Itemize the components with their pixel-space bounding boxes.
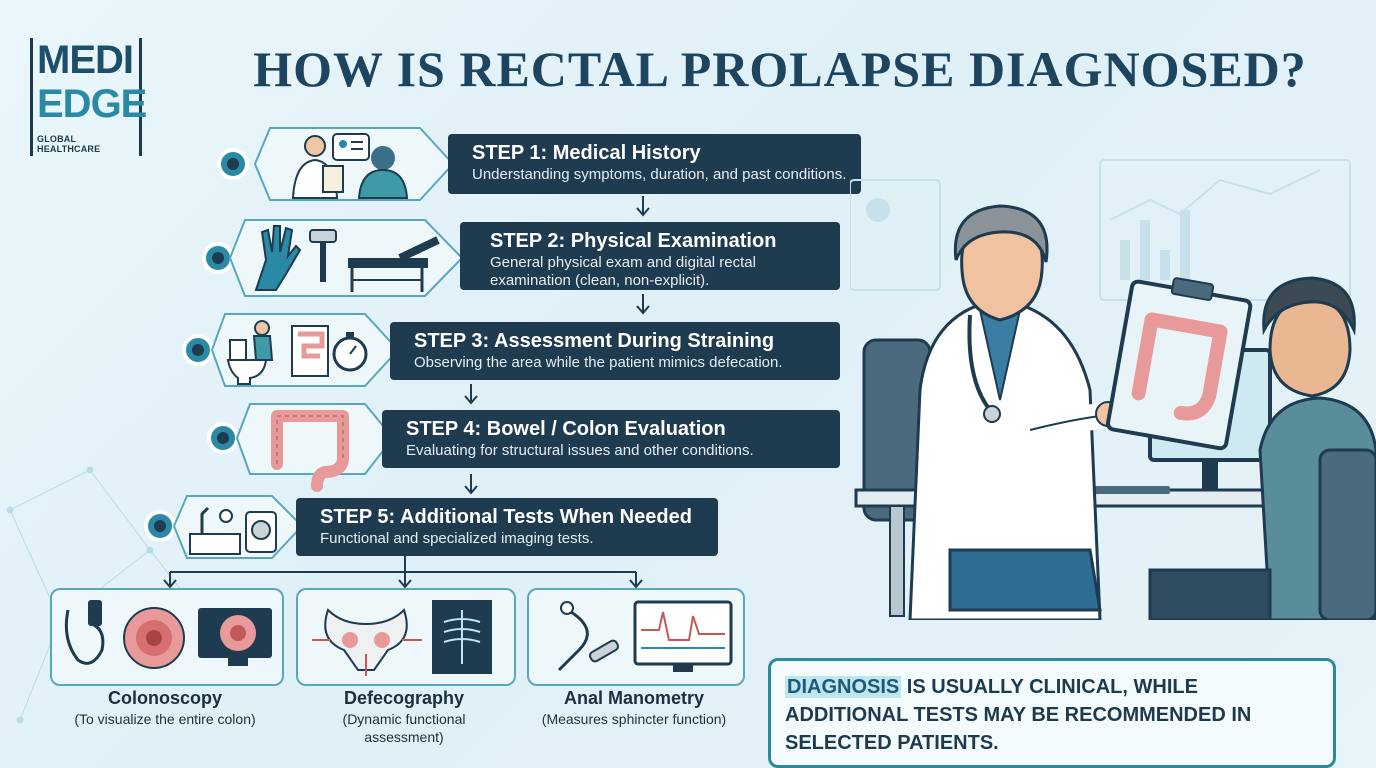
- logo-tagline: GLOBAL HEALTHCARE: [37, 134, 101, 154]
- defecography-title: Defecography: [343, 688, 465, 708]
- defecography-desc: (Dynamic functional assessment): [342, 711, 466, 745]
- page-title: HOW IS RECTAL PROLAPSE DIAGNOSED?: [253, 41, 1307, 97]
- manometry-monitor-icon: [557, 600, 733, 672]
- branch-connector: [163, 556, 643, 589]
- glove-hammer-bed-icon: [202, 219, 464, 297]
- arrow-down-icon: [636, 196, 650, 217]
- logo-line1: MEDI: [37, 38, 134, 82]
- step3-title: STEP 3: Assessment During Straining: [414, 330, 775, 352]
- colonoscopy-title: Colonoscopy: [107, 688, 222, 708]
- step4-desc: Evaluating for structural issues and oth…: [406, 442, 754, 459]
- step3-bar: STEP 3: Assessment During Straining Obse…: [390, 322, 840, 380]
- step4-icon-tab: [205, 402, 395, 492]
- colonoscopy-desc: (To visualize the entire colon): [74, 711, 256, 727]
- anal-manometry-desc: (Measures sphincter function): [541, 711, 727, 727]
- step5-icon-tab: [142, 494, 304, 562]
- step2-icon-tab: [200, 218, 465, 298]
- pelvis-xray-icon: [312, 600, 492, 676]
- step5-bar: STEP 5: Additional Tests When Needed Fun…: [296, 498, 718, 556]
- step1-bar: STEP 1: Medical History Understanding sy…: [448, 134, 861, 194]
- doctor-consultation-illustration: [850, 159, 1376, 620]
- endoscope-icon: [64, 600, 272, 669]
- toilet-stopwatch-icon: [182, 313, 400, 387]
- diagnosis-highlight: DIAGNOSIS: [785, 676, 902, 698]
- colon-icon: [207, 403, 395, 492]
- arrow-down-icon: [464, 474, 478, 495]
- step1-icon-tab: [215, 126, 455, 202]
- anal-manometry-card: [527, 588, 745, 686]
- anal-manometry-title: Anal Manometry: [563, 688, 705, 708]
- step1-desc: Understanding symptoms, duration, and pa…: [472, 166, 847, 183]
- step4-bar: STEP 4: Bowel / Colon Evaluation Evaluat…: [382, 410, 840, 468]
- defecography-card: [296, 588, 516, 686]
- arrow-down-icon: [636, 294, 650, 315]
- step3-icon-tab: [180, 312, 400, 388]
- diagnosis-note: DIAGNOSIS IS USUALLY CLINICAL, WHILE ADD…: [768, 658, 1336, 768]
- step4-title: STEP 4: Bowel / Colon Evaluation: [406, 418, 726, 440]
- step2-title: STEP 2: Physical Examination: [490, 230, 777, 252]
- logo-line2: EDGE: [37, 82, 147, 126]
- diagnosis-rest: IS USUALLY CLINICAL, WHILE ADDITIONAL TE…: [785, 676, 1252, 754]
- doctor-patient-icon: [217, 127, 455, 201]
- step2-desc: General physical exam and digital rectal…: [490, 254, 756, 289]
- arrow-down-icon: [464, 384, 478, 405]
- diagnosis-note-text: DIAGNOSIS IS USUALLY CLINICAL, WHILE ADD…: [785, 673, 1325, 757]
- step1-title: STEP 1: Medical History: [472, 142, 701, 164]
- step5-desc: Functional and specialized imaging tests…: [320, 530, 594, 547]
- step5-title: STEP 5: Additional Tests When Needed: [320, 506, 692, 528]
- step2-bar: STEP 2: Physical Examination General phy…: [460, 222, 840, 290]
- colonoscopy-card: [50, 588, 284, 686]
- lab-imaging-icon: [144, 495, 304, 559]
- step3-desc: Observing the area while the patient mim…: [414, 354, 783, 371]
- brand-logo: MEDI EDGE GLOBAL HEALTHCARE: [30, 38, 147, 156]
